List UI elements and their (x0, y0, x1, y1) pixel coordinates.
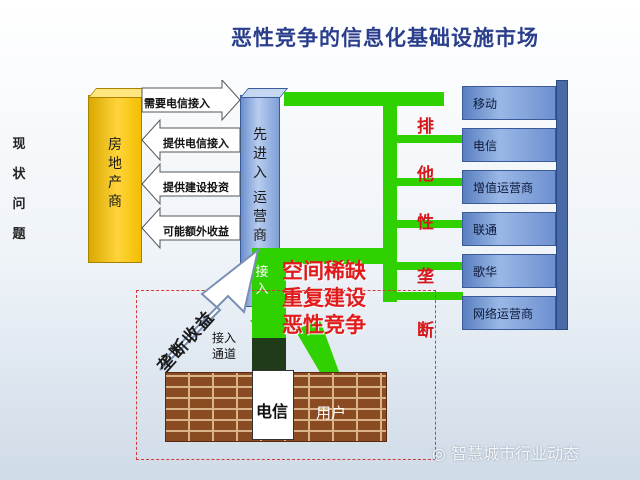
telecom-room (252, 370, 294, 440)
green-branch-5 (383, 292, 463, 300)
real-estate-label: 房地 产商 (108, 137, 122, 210)
watermark: ◎ 智慧城市行业动态 (432, 440, 579, 464)
access-channel-label: 接入通道 (212, 331, 237, 361)
green-arrows-down (250, 320, 342, 386)
incumbent-operator-top (239, 88, 289, 98)
real-estate-box: 房地 产商 (88, 95, 142, 263)
side-label-char: 问 (12, 197, 26, 212)
arrow-provide-telecom-label: 提供电信接入 (163, 137, 229, 150)
problem-vicious-competition: 恶性竞争 (282, 313, 366, 337)
problems-text: 空间稀缺 重复建设 恶性竞争 (282, 258, 366, 339)
arrow-provide-invest (141, 162, 241, 206)
carrier-box: 增值运营商 (462, 170, 556, 204)
telecom-room-label: 电信 (256, 402, 289, 421)
arrow-need-telecom-label: 需要电信接入 (144, 97, 210, 110)
green-bar-vertical (383, 92, 397, 302)
arrow-provide-telecom (141, 118, 241, 162)
green-branch-1 (383, 135, 463, 143)
monopoly-arrow (159, 247, 260, 371)
user-label: 用户 (316, 404, 347, 422)
incumbent-operator-label: 先进入 运营商 (253, 127, 267, 244)
dark-access-block (252, 338, 286, 370)
green-bar-top (284, 92, 444, 106)
flow-arrows (141, 80, 241, 250)
wechat-icon: ◎ (432, 444, 446, 463)
problem-duplicate-building: 重复建设 (282, 286, 366, 310)
side-label-char: 现 (12, 137, 26, 152)
exclusion-char: 垄 (417, 267, 434, 287)
arrow-extra-income-label: 可能额外收益 (163, 225, 229, 238)
carrier-box: 联通 (462, 212, 556, 246)
arrow-need-telecom (141, 80, 241, 122)
carrier-box: 移动 (462, 86, 556, 120)
access-label: 接入 (255, 265, 269, 297)
exclusion-char: 排 (417, 117, 434, 137)
page-title: 恶性竞争的信息化基础设施市场 (231, 26, 539, 50)
side-label-char: 题 (12, 227, 26, 242)
carrier-stack: 移动 电信 增值运营商 联通 歌华 网络运营商 (462, 86, 556, 330)
side-label-char: 状 (12, 167, 26, 182)
exclusion-char: 断 (417, 321, 434, 341)
exclusion-char: 他 (417, 165, 434, 185)
side-label: 现 状 问 题 (8, 130, 30, 250)
carrier-box: 歌华 (462, 254, 556, 288)
exclusion-char: 性 (417, 213, 434, 233)
carrier-box: 网络运营商 (462, 296, 556, 330)
green-branch-3 (383, 220, 463, 228)
green-branch-4 (383, 262, 463, 270)
watermark-text: 智慧城市行业动态 (451, 444, 580, 463)
arrow-extra-income (141, 206, 241, 250)
green-bar-middle (282, 248, 392, 264)
carrier-stack-side (556, 80, 568, 330)
problem-space-scarcity: 空间稀缺 (282, 259, 366, 283)
carrier-box: 电信 (462, 128, 556, 162)
arrow-provide-invest-label: 提供建设投资 (163, 181, 229, 194)
green-branch-2 (383, 178, 463, 186)
dashed-boundary (136, 290, 436, 460)
